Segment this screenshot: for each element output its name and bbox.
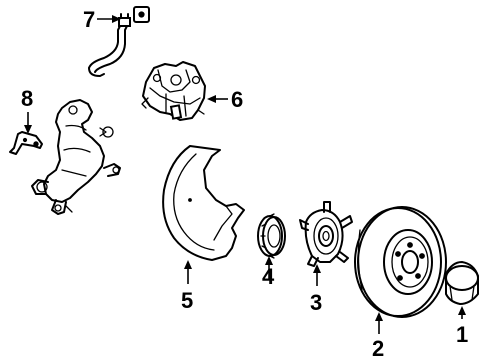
steering-knuckle-icon (31, 99, 121, 215)
splash-shield-icon (162, 145, 245, 261)
brake-caliper-icon (141, 61, 206, 121)
callout-7: 7 (83, 7, 95, 32)
callout-6: 6 (231, 87, 243, 112)
brake-hose-icon (88, 6, 150, 77)
callout-1: 1 (456, 322, 468, 347)
hub-cap-nut-icon (445, 261, 479, 305)
brake-rotor-icon (354, 206, 447, 318)
callout-2: 2 (372, 336, 384, 360)
callout-4: 4 (262, 264, 275, 289)
wheel-hub-icon (299, 201, 353, 267)
callout-5: 5 (181, 288, 193, 313)
callout-8: 8 (21, 86, 33, 111)
bearing-seal-ring-icon (257, 213, 286, 259)
callout-leaders (24, 15, 466, 334)
callout-3: 3 (310, 290, 322, 315)
sensor-bracket-icon (9, 131, 43, 155)
